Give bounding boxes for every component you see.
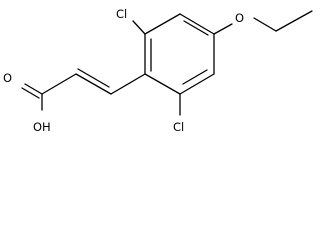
chemical-structure: Cl Cl O O OH <box>3 7 313 134</box>
acrylic-acid-bonds <box>21 68 146 111</box>
oxygen-carbonyl-label: O <box>3 71 12 85</box>
oxygen-ether-label: O <box>235 11 244 25</box>
bond-cl-top <box>132 20 146 35</box>
ethoxy-bonds <box>213 10 313 35</box>
chlorine-label-bottom: Cl <box>173 120 184 134</box>
benzene-ring <box>144 13 215 95</box>
chlorine-label-top: Cl <box>116 7 127 21</box>
hydroxyl-label: OH <box>33 120 51 134</box>
